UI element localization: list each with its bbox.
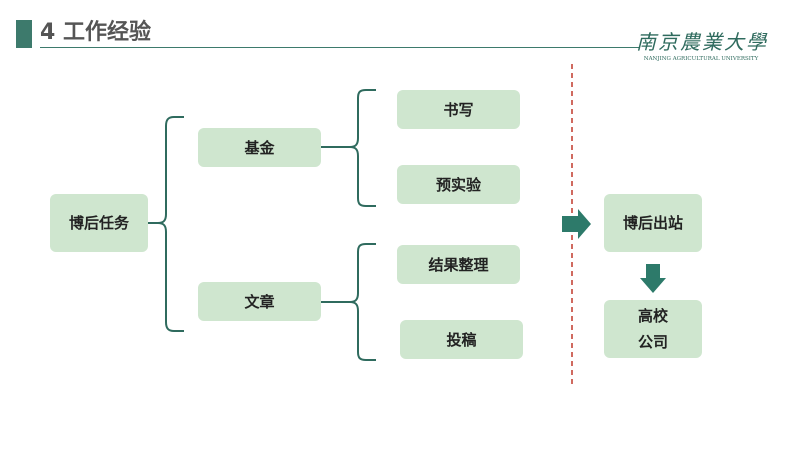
node-postdoc-tasks: 博后任务: [50, 194, 148, 252]
node-paper: 文章: [198, 282, 321, 321]
node-label: 博后出站: [622, 214, 683, 232]
title-accent-bar: [16, 20, 32, 48]
node-label: 投稿: [446, 330, 477, 349]
node-results-organize: 结果整理: [397, 245, 520, 284]
arrow-right-icon: [562, 209, 591, 239]
node-destination: 高校 公司: [604, 300, 702, 358]
university-logo: 南京農業大學 NANJING AGRICULTURAL UNIVERSITY: [636, 30, 766, 66]
fund-bracket: [321, 89, 376, 207]
arrow-down-icon: [640, 264, 666, 293]
node-submission: 投稿: [400, 320, 523, 359]
node-label: 文章: [244, 292, 275, 311]
logo-english-text: NANJING AGRICULTURAL UNIVERSITY: [643, 56, 759, 62]
node-pre-experiment: 预实验: [397, 165, 520, 204]
node-fund: 基金: [198, 128, 321, 167]
logo-chinese-text: 南京農業大學: [636, 30, 768, 54]
node-label: 基金: [244, 138, 275, 157]
node-label: 书写: [443, 100, 474, 119]
node-writing: 书写: [397, 90, 520, 129]
node-label-line-1: 高校: [637, 307, 668, 325]
node-label: 博后任务: [68, 214, 129, 232]
page-title: 4 工作经验: [40, 20, 151, 45]
node-postdoc-exit: 博后出站: [604, 194, 702, 252]
paper-bracket: [321, 243, 376, 361]
title-underline: [40, 47, 640, 48]
node-label: 结果整理: [428, 255, 489, 274]
node-label-line-2: 公司: [637, 333, 668, 351]
node-label: 预实验: [435, 175, 481, 194]
root-bracket: [148, 116, 184, 332]
